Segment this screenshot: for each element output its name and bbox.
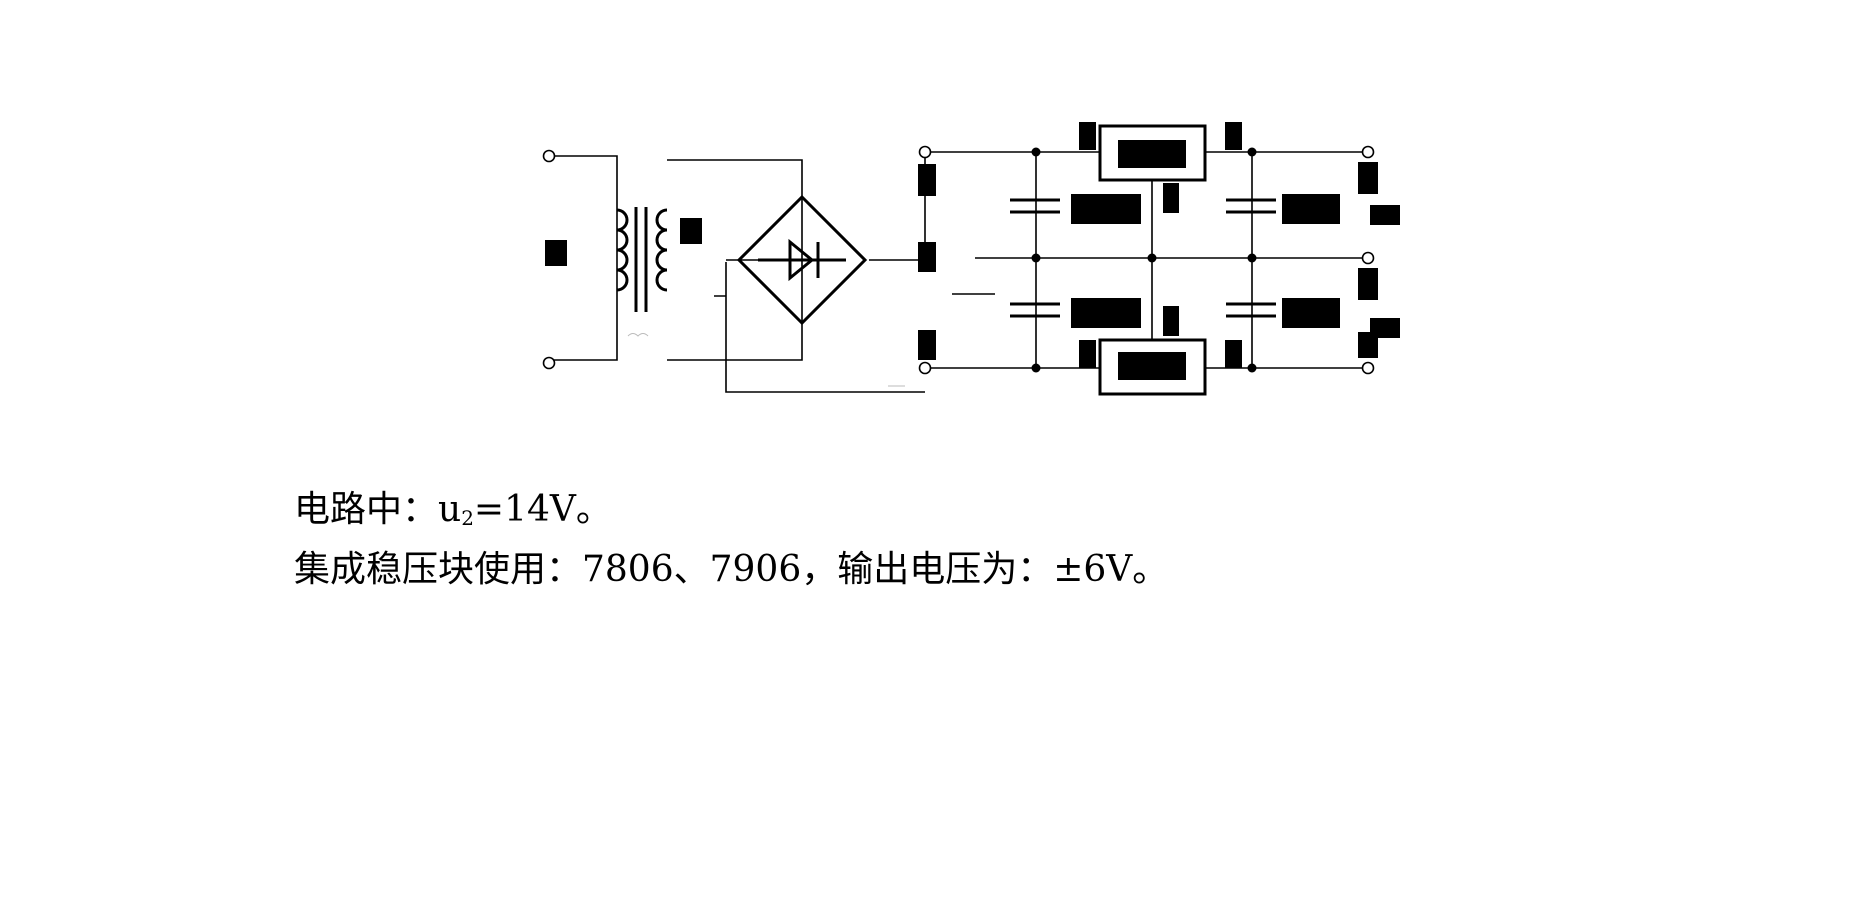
circuit-parameter-text: 电路中：u2=14V。 <box>294 488 612 540</box>
terminal-icon <box>1361 145 1375 159</box>
transformer-icon <box>616 207 668 312</box>
line1-subscript: 2 <box>461 506 474 530</box>
input-wire <box>549 155 618 361</box>
line1-suffix: =14V。 <box>473 489 612 530</box>
junction-dot-icon <box>1147 253 1157 263</box>
faint-marks <box>627 333 905 387</box>
circuit-diagram <box>542 122 1400 396</box>
rectifier-output-wire <box>869 152 926 261</box>
junction-dot-icon <box>1247 147 1257 157</box>
junction-dot-icon <box>1247 253 1257 263</box>
capacitor-icon <box>1010 198 1276 318</box>
regulator-info-text: 集成稳压块使用：7806、7906，输出电压为：±6V。 <box>294 549 1169 590</box>
return-wire <box>725 262 925 393</box>
component-label-blocks <box>545 122 1400 368</box>
terminal-icon <box>1361 361 1375 375</box>
terminal-icon <box>918 361 932 375</box>
line1-prefix: 电路中：u <box>294 489 462 530</box>
regulator-block-icon <box>1098 124 1207 396</box>
terminal-icon <box>542 356 556 370</box>
terminal-icon <box>542 149 556 163</box>
vertical-connections <box>1035 152 1253 368</box>
junction-dot-icon <box>1247 363 1257 373</box>
bridge-rectifier-icon <box>736 194 868 326</box>
junction-dot-icon <box>1031 253 1041 263</box>
junction-dot-icon <box>1031 363 1041 373</box>
terminal-icon <box>918 145 932 159</box>
terminal-icon <box>1361 251 1375 265</box>
junction-dot-icon <box>1031 147 1041 157</box>
